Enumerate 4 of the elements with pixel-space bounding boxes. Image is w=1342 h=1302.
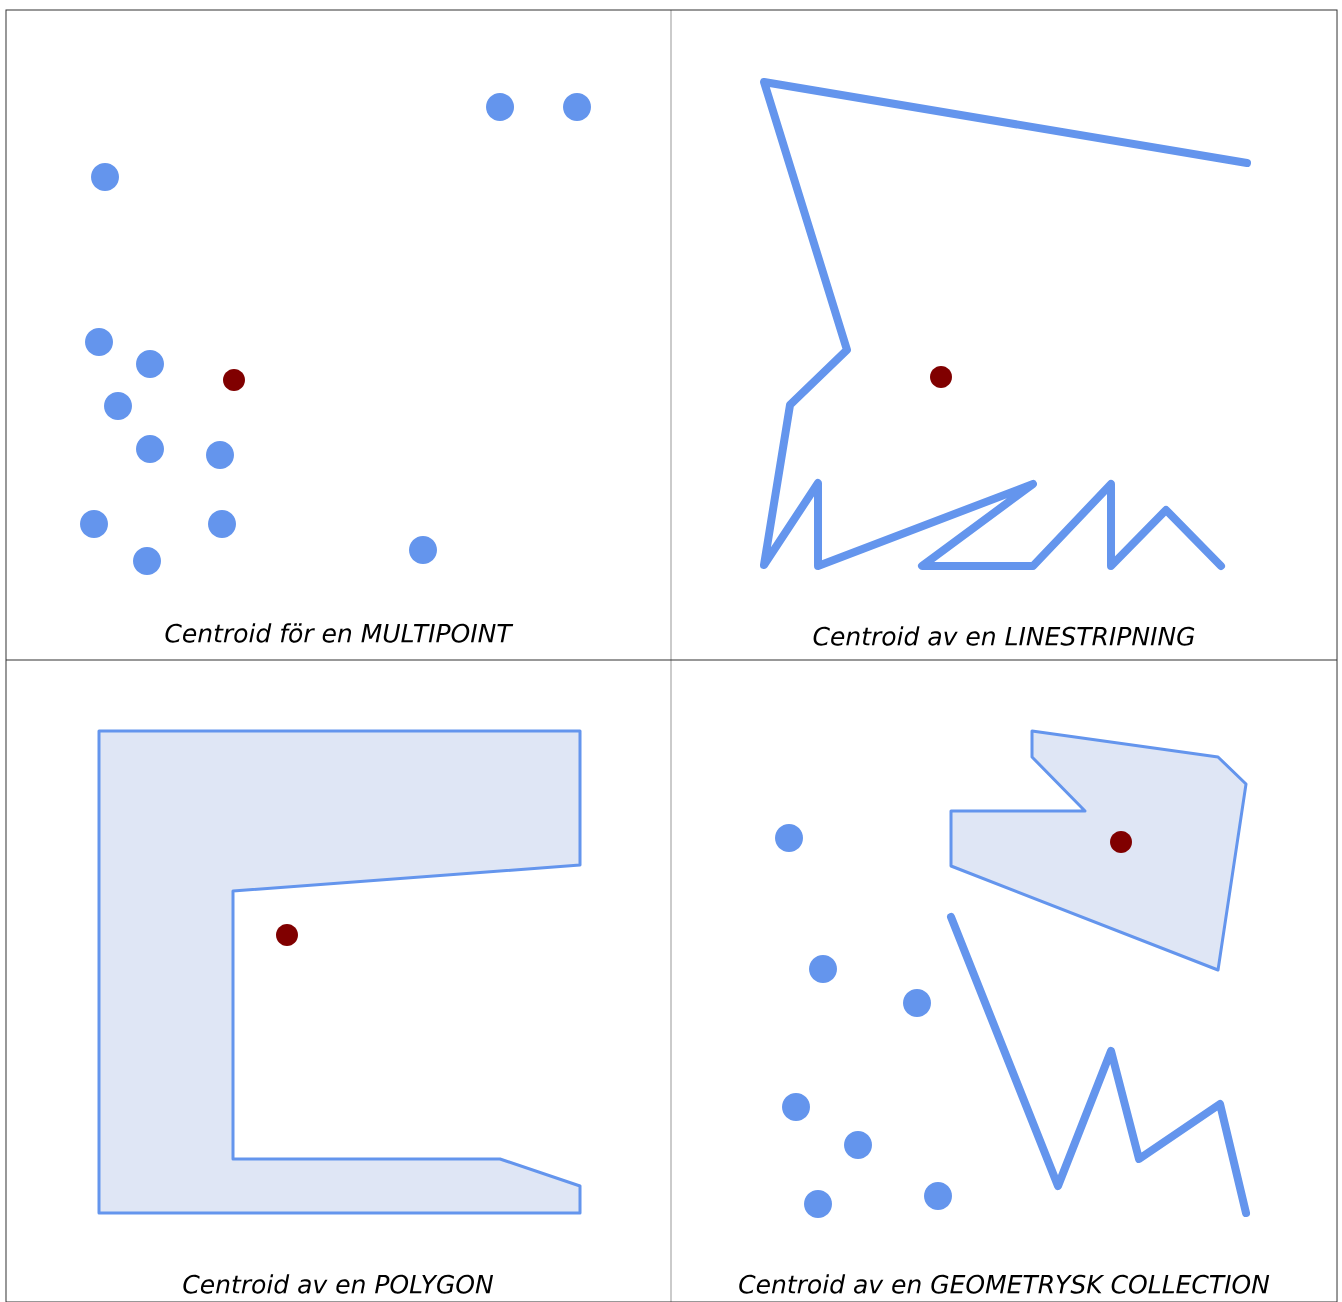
caption: Centroid av en GEOMETRYSK COLLECTION xyxy=(739,1274,1270,1294)
caption: Centroid för en MULTIPOINT xyxy=(165,623,514,643)
caption: Centroid av en POLYGON xyxy=(183,1274,494,1294)
caption: Centroid av en LINESTRIPNING xyxy=(813,626,1195,646)
